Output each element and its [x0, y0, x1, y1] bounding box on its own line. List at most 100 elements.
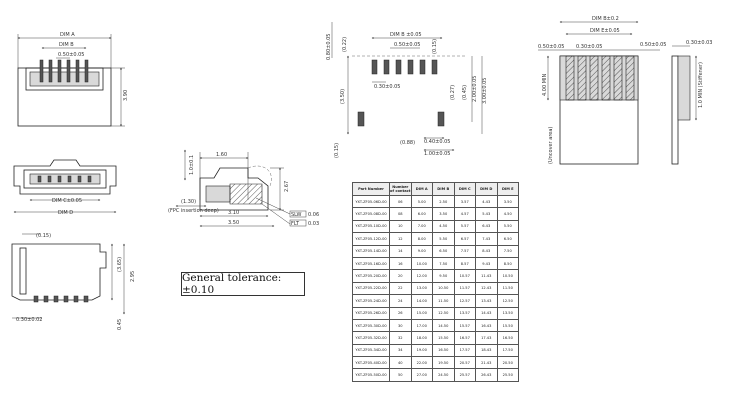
table-cell: 8.00 — [410, 232, 433, 246]
table-cell: 14 — [389, 244, 412, 258]
table-cell: YXT-ZF05-06D-00 — [352, 194, 390, 209]
side-130-label: (1.30) — [181, 199, 196, 205]
header-dim-b: DIM B — [432, 182, 455, 196]
side-legend-slw: SLW — [291, 212, 302, 218]
side-310-label: 3.10 — [228, 210, 239, 216]
table-cell: 17.43 — [475, 331, 498, 345]
fpc-050a-label: 0.50±0.05 — [538, 44, 564, 50]
fpc-uncover-label: (Uncover area) — [548, 127, 554, 164]
table-cell: 7.50 — [496, 244, 519, 258]
table-cell: 40 — [389, 356, 412, 370]
bottom-295-label: 2.95 — [130, 271, 136, 282]
table-cell: 5.43 — [475, 207, 498, 221]
table-cell: 10 — [389, 219, 412, 234]
top-view: DIM A DIM B 0.50±0.05 3.90 — [17, 32, 129, 127]
table-cell: 13.43 — [475, 294, 498, 308]
table-cell: 22.00 — [410, 356, 433, 370]
table-cell: 10.57 — [453, 269, 476, 283]
dimension-table-header: Part Number Number of contact DIM A DIM … — [352, 182, 519, 196]
bottom-045-label: 0.45 — [117, 319, 123, 330]
table-cell: 10.50 — [432, 281, 455, 296]
pcb-350-label: (3.50) — [340, 89, 346, 104]
fpc-fingers — [565, 55, 635, 101]
header-dim-a: DIM A — [410, 182, 433, 196]
fpc-drawing: DIM B±0.2 DIM E±0.05 0.50±0.05 0.30±0.05… — [538, 16, 712, 165]
table-cell: 2.50 — [432, 194, 455, 209]
table-cell: 9.43 — [475, 256, 498, 271]
table-cell: 15.50 — [432, 331, 455, 345]
table-cell: 16.43 — [475, 318, 498, 333]
table-cell: 4.50 — [496, 207, 519, 221]
table-cell: 19.50 — [432, 356, 455, 370]
fpc-050b-label: 0.50±0.05 — [640, 42, 666, 48]
table-cell: 25.57 — [453, 368, 476, 382]
table-cell: 34 — [389, 343, 412, 358]
table-cell: 6.50 — [496, 232, 519, 246]
table-cell: 27.00 — [410, 368, 433, 382]
pcb-088-label: (0.88) — [400, 140, 415, 146]
top-pitch-label: 0.50±0.05 — [58, 52, 84, 58]
pcb-100-label: 1.00±0.05 — [424, 151, 450, 157]
table-cell: 15.00 — [410, 306, 433, 320]
header-dim-d: DIM D — [475, 182, 498, 196]
side-legend-flt: FLT — [291, 221, 300, 227]
table-cell: 30 — [389, 318, 412, 333]
table-cell: 19.00 — [410, 343, 433, 358]
pcb-mounting-pads — [357, 111, 445, 127]
pcb-045-label: (0.45) — [462, 85, 468, 100]
pcb-layout-view: 0.80±0.05 (0.22) DIM B ±0.05 0.50±0.05 (… — [326, 22, 488, 158]
table-cell: YXT-ZF05-20D-00 — [352, 269, 390, 283]
table-cell: 18.43 — [475, 343, 498, 358]
table-cell: 4.43 — [475, 194, 498, 209]
table-cell: YXT-ZF05-12D-00 — [352, 232, 390, 246]
table-cell: YXT-ZF05-14D-00 — [352, 244, 390, 258]
bottom-015-label: (0.15) — [36, 233, 51, 239]
table-cell: 32 — [389, 331, 412, 345]
table-cell: 17.57 — [453, 343, 476, 358]
table-cell: 3.57 — [453, 194, 476, 209]
side-legend-slw-value: 0.06 — [308, 212, 319, 218]
table-cell: 24.50 — [432, 368, 455, 382]
header-dim-c: DIM C — [453, 182, 476, 196]
table-cell: 9.50 — [432, 269, 455, 283]
top-height-label: 3.90 — [123, 90, 129, 101]
side-legend-flt-value: 0.03 — [308, 221, 319, 227]
table-cell: 7.50 — [432, 256, 455, 271]
table-cell: YXT-ZF05-10D-00 — [352, 219, 390, 234]
bottom-view: (0.15) 0.30±0.02 2.95 (3.65) 0.45 — [11, 233, 136, 330]
pcb-015b-label: (0.15) — [334, 143, 340, 158]
table-cell: 18.00 — [410, 331, 433, 345]
pcb-040-label: 0.40±0.05 — [424, 139, 450, 145]
table-cell: 25.50 — [496, 368, 519, 382]
table-cell: 12 — [389, 232, 412, 246]
table-cell: 26.43 — [475, 368, 498, 382]
table-cell: 6.57 — [453, 232, 476, 246]
fpc-stiff-label: 1.0 MIN (Stiffener) — [698, 62, 704, 108]
front-view: DIM C±0.05 DIM D — [13, 159, 117, 216]
table-cell: 16.50 — [496, 331, 519, 345]
table-cell: 5.50 — [496, 219, 519, 234]
table-cell: YXT-ZF05-50D-00 — [352, 368, 390, 382]
fpc-thick-label: 0.30±0.03 — [686, 40, 712, 46]
table-cell: 5.00 — [410, 194, 433, 209]
pcb-200-label: 2.00±0.05 — [472, 76, 478, 102]
table-cell: 50 — [389, 368, 412, 382]
table-cell: 17.50 — [496, 343, 519, 358]
table-cell: 14.50 — [432, 318, 455, 333]
general-tolerance-note: General tolerance:±0.10 — [181, 272, 305, 296]
side-160-label: 1.60 — [216, 152, 227, 158]
pcb-027-label: (0.27) — [450, 85, 456, 100]
top-dim-a-label: DIM A — [60, 32, 75, 38]
table-cell: 6.50 — [432, 244, 455, 258]
table-cell: YXT-ZF05-08D-00 — [352, 207, 390, 221]
table-cell: 13.00 — [410, 281, 433, 296]
